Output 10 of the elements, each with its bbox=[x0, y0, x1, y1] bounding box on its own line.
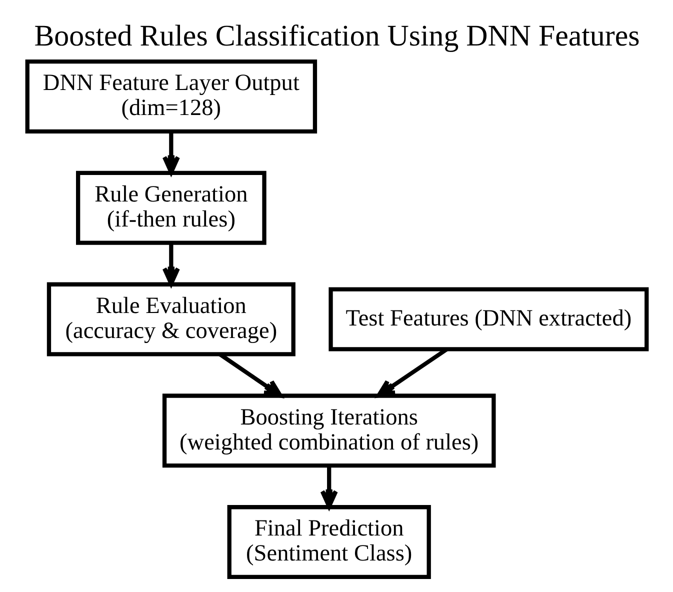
arrow bbox=[320, 466, 338, 508]
arrow bbox=[162, 243, 180, 286]
node-box: Rule Generation (if-then rules) bbox=[76, 170, 266, 245]
node-box: Rule Evaluation (accuracy & coverage) bbox=[46, 282, 295, 356]
node-box: DNN Feature Layer Output (dim=128) bbox=[24, 60, 317, 134]
diagram-title: Boosted Rules Classification Using DNN Features bbox=[34, 20, 640, 53]
arrow bbox=[162, 132, 180, 174]
node-box: Boosting Iterations (weighted combination of rules) bbox=[162, 394, 496, 468]
node-box: Test Features (DNN extracted) bbox=[328, 287, 648, 352]
node-box: Final Prediction (Sentiment Class) bbox=[226, 505, 430, 580]
